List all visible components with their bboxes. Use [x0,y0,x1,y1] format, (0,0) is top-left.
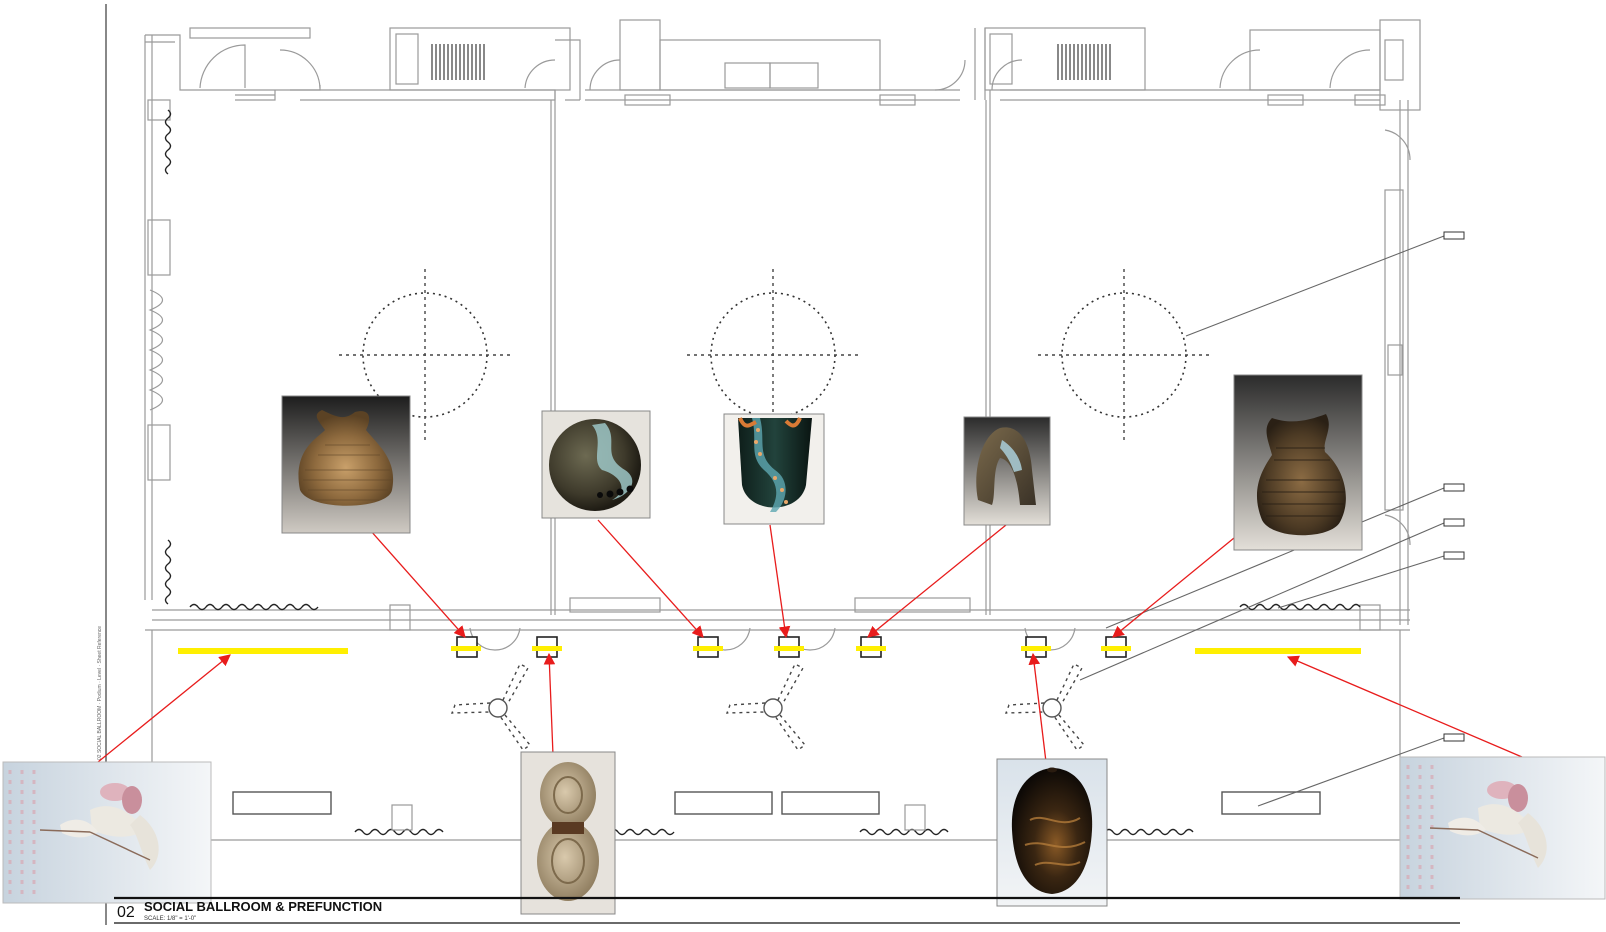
wall-display-left [178,648,348,654]
pendant-fixture-3 [1004,663,1086,751]
drawing-title-block: 02 SOCIAL BALLROOM & PREFUNCTION SCALE: … [114,896,1460,924]
plinth-7 [1101,636,1131,658]
artwork-floral-wall-left [2,761,212,904]
door-swings [199,44,1411,651]
artwork-dark-vessel [996,758,1108,907]
display-positions [178,636,1361,658]
pendant-fixture-1 [450,663,532,751]
plinth-6 [1021,636,1051,658]
plinth-2 [532,636,562,658]
artwork-painted-sphere [541,410,651,519]
wall-display-right [1195,648,1361,654]
drawing-scale: SCALE: 1/8" = 1'-0" [144,916,196,922]
prefunction-furniture [232,791,1321,831]
artwork-floral-wall-right [1399,756,1606,900]
artwork-stacked-forms [520,751,616,915]
plinth-4 [774,636,804,658]
keynote-leaders [1079,235,1445,807]
drapery-bottom [189,603,1361,836]
keynote-tags [1443,231,1465,742]
drawing-title: SOCIAL BALLROOM & PREFUNCTION [144,899,382,914]
sheet-side-note: 02 SOCIAL BALLROOM · Podium · Level · Sh… [97,626,103,760]
plinth-5 [856,636,886,658]
plinth-1 [451,636,481,658]
artwork-woven-basket-1 [281,395,411,534]
artwork-woven-basket-2 [1233,374,1363,551]
drawing-number: 02 [117,904,135,921]
stair-treads-right [1057,44,1111,80]
artwork-painted-vessel [723,413,825,525]
stair-treads-left [431,44,485,80]
plinth-3 [693,636,723,658]
placement-arrows [97,519,1523,763]
chandelier-1 [339,269,511,441]
pendant-fixture-2 [725,663,807,751]
chandelier-3 [1038,269,1210,441]
drapery-left [148,109,172,605]
building-walls [144,19,1421,841]
artwork-folded-sculpture [963,416,1051,526]
